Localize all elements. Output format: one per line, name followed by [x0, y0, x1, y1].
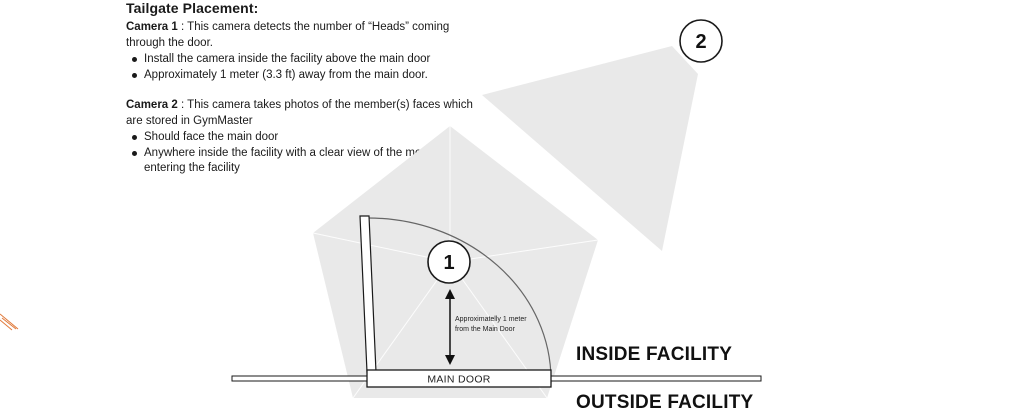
camera-2-bullet: Should face the main door [132, 130, 486, 146]
camera-2-field-of-view [482, 46, 698, 251]
outside-facility-label: OUTSIDE FACILITY [576, 392, 753, 413]
distance-note-line-2: from the Main Door [455, 326, 516, 333]
camera-1-bullets: Install the camera inside the facility a… [126, 52, 486, 83]
distance-note-line-1: Approximatelly 1 meter [455, 316, 527, 323]
inside-facility-label: INSIDE FACILITY [576, 344, 732, 365]
camera-1-marker [427, 240, 471, 284]
camera-2-text: : This camera takes photos of the member… [126, 99, 473, 127]
camera-1-bullet: Approximately 1 meter (3.3 ft) away from… [132, 68, 486, 84]
wall-right [547, 375, 762, 382]
camera-2-bullet: Anywhere inside the facility with a clea… [132, 146, 486, 177]
camera-1-label: Camera 1 [126, 21, 178, 33]
camera-2-bullets: Should face the main door Anywhere insid… [126, 130, 486, 177]
main-door [366, 369, 552, 388]
camera-1-bullet: Install the camera inside the facility a… [132, 52, 486, 68]
camera-2-label: Camera 2 [126, 99, 178, 111]
camera-1-marker-number: 1 [443, 252, 454, 274]
instructions-panel: Tailgate Placement: Camera 1 : This came… [126, 0, 486, 177]
camera-1-text: : This camera detects the number of “Hea… [126, 21, 450, 49]
door-swing-arc [367, 217, 552, 381]
distance-arrow [445, 289, 455, 365]
camera-2-marker-number: 2 [695, 31, 706, 53]
camera-2-marker [679, 19, 723, 63]
main-door-label: MAIN DOOR [427, 374, 490, 386]
edge-mark [0, 313, 19, 331]
camera-2-description: Camera 2 : This camera takes photos of t… [126, 98, 486, 129]
wall-left [231, 375, 371, 382]
page-title: Tailgate Placement: [126, 0, 259, 16]
camera-1-description: Camera 1 : This camera detects the numbe… [126, 20, 486, 51]
